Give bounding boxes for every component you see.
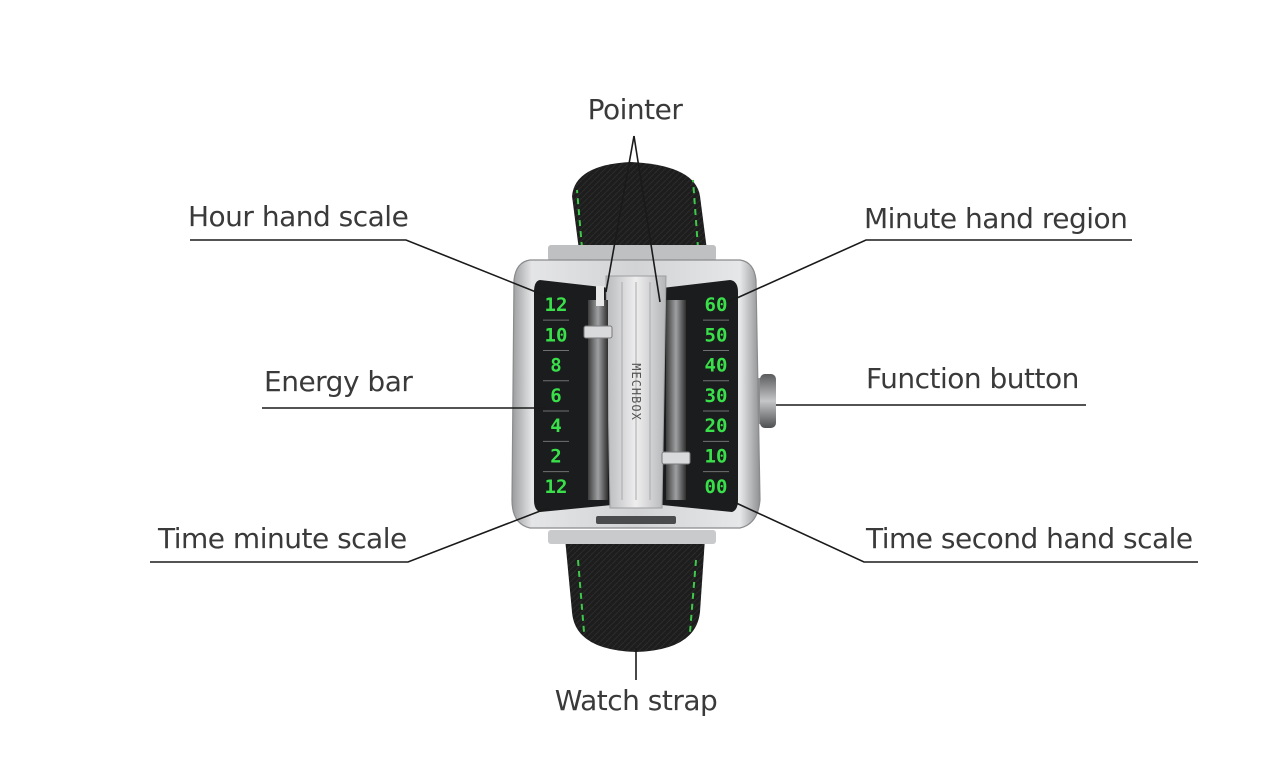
bottom-lug [548, 530, 716, 544]
stitch-top-right [692, 179, 699, 249]
hour-scale-numeral: 12 [545, 294, 568, 316]
minute-scale-numeral: 00 [705, 476, 728, 498]
function-button-label: Function button [866, 362, 1079, 395]
top-lug [548, 245, 716, 261]
hour-scale-numeral: 8 [550, 355, 561, 377]
pointer-label: Pointer [588, 93, 684, 126]
energy-bar-label: Energy bar [264, 365, 413, 398]
watch-strap-label: Watch strap [555, 684, 718, 717]
minute-region-leader [727, 239, 1132, 303]
minute-scale-numeral: 50 [705, 324, 728, 346]
hour-hand-scale: 12 10 8 6 4 2 12 [543, 294, 569, 498]
brand-plate [596, 516, 676, 524]
leader-lines [150, 135, 1198, 680]
minute-hand-scale: 60 50 40 30 20 10 00 [703, 294, 729, 498]
minute-scale-numeral: 30 [705, 385, 728, 407]
stitch-bottom-right [689, 559, 697, 633]
hour-hand-scale-label: Hour hand scale [188, 200, 408, 233]
pointer-leader-left [605, 135, 635, 293]
minute-scale-numeral: 20 [705, 415, 728, 437]
time-second-leader [733, 501, 1198, 563]
energy-bar-right [661, 300, 691, 500]
time-minute-leader [150, 507, 549, 563]
energy-bar-left [583, 286, 613, 500]
hour-scale-numeral: 12 [545, 476, 568, 498]
pointer-leader-right [633, 135, 661, 303]
hour-scale-numeral: 2 [550, 446, 561, 468]
stitch-top-left [576, 189, 583, 249]
minute-scale-numeral: 60 [705, 294, 728, 316]
strap-bottom [565, 538, 705, 652]
minute-scale-numeral: 10 [705, 446, 728, 468]
strap-top [572, 162, 708, 258]
hour-scale-numeral: 4 [550, 415, 561, 437]
minute-scale-numeral: 40 [705, 355, 728, 377]
stitch-bottom-left [577, 559, 585, 633]
time-second-hand-scale-label: Time second hand scale [865, 522, 1193, 555]
hour-scale-leader [190, 239, 547, 297]
time-minute-scale-label: Time minute scale [157, 522, 407, 555]
hour-scale-numeral: 10 [545, 324, 568, 346]
watch-strap [565, 162, 708, 652]
brand-text: MECHBOX [629, 363, 643, 421]
hour-scale-numeral: 6 [550, 385, 561, 407]
minute-hand-region-label: Minute hand region [864, 202, 1127, 235]
